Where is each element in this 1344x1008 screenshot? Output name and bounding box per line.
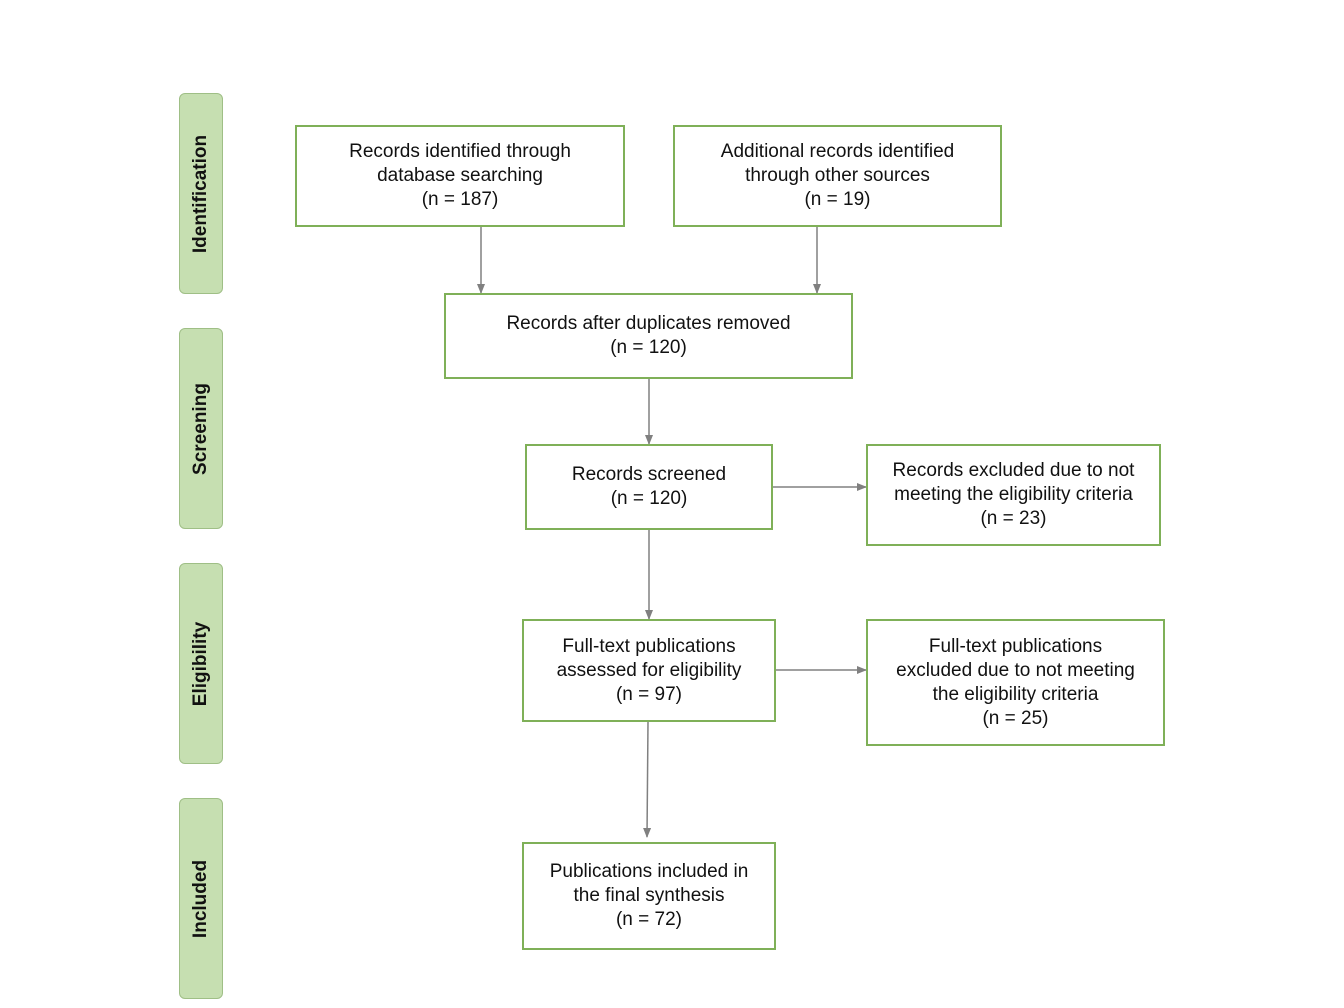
box-line: Publications included in	[549, 861, 749, 882]
box-count: (n = 120)	[610, 337, 687, 358]
box-count: (n = 97)	[615, 683, 682, 705]
box-line: assessed for eligibility	[556, 659, 742, 681]
box-fulltext-assessed: Full-text publications assessed for elig…	[522, 619, 776, 722]
box-line: through other sources	[745, 165, 930, 186]
box-records-screened: Records screened (n = 120)	[525, 444, 773, 530]
stage-eligibility: Eligibility	[179, 563, 223, 764]
box-duplicates-removed: Records after duplicates removed (n = 12…	[444, 293, 853, 379]
box-count: (n = 19)	[804, 189, 871, 210]
box-line: Full-text publications	[562, 635, 736, 657]
box-database-search: Records identified through database sear…	[295, 125, 625, 227]
stage-included: Included	[179, 798, 223, 999]
box-other-sources: Additional records identified through ot…	[673, 125, 1002, 227]
box-records-excluded: Records excluded due to not meeting the …	[866, 444, 1161, 546]
box-line: Additional records identified	[720, 141, 955, 162]
box-fulltext-excluded: Full-text publications excluded due to n…	[866, 619, 1165, 746]
box-line: Records excluded due to not	[892, 460, 1135, 481]
box-line: Records identified through	[349, 141, 571, 162]
box-line: the eligibility criteria	[932, 683, 1099, 705]
box-count: (n = 25)	[982, 707, 1049, 729]
box-line: meeting the eligibility criteria	[894, 484, 1133, 505]
box-count: (n = 72)	[615, 909, 682, 930]
box-line: database searching	[377, 165, 543, 186]
stage-identification: Identification	[179, 93, 223, 294]
box-line: Records after duplicates removed	[506, 313, 791, 334]
box-count: (n = 120)	[610, 488, 688, 509]
box-count: (n = 23)	[980, 508, 1047, 529]
box-count: (n = 187)	[421, 189, 499, 210]
box-publications-included: Publications included in the final synth…	[522, 842, 776, 950]
stage-screening: Screening	[179, 328, 223, 529]
box-line: excluded due to not meeting	[896, 659, 1135, 681]
arrow-fulltext-to-included	[643, 721, 652, 838]
box-line: Records screened	[571, 464, 727, 485]
box-line: the final synthesis	[573, 885, 725, 906]
box-line: Full-text publications	[928, 635, 1103, 657]
